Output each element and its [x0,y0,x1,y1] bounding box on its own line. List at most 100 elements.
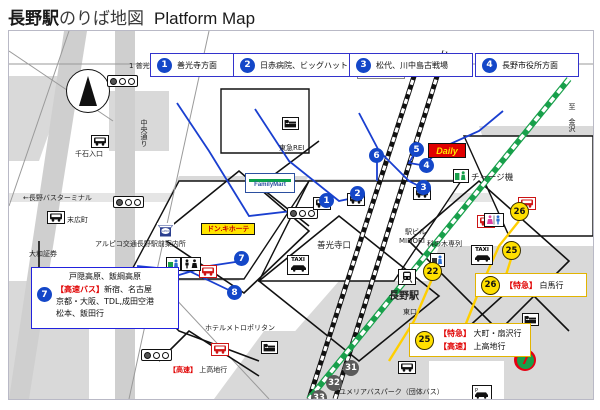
callout-1-label: 善光寺方面 [177,60,217,70]
traffic-signal-icon [141,349,172,361]
map-marker-6[interactable]: 6 [369,148,384,163]
map-marker-3[interactable]: 3 [416,180,431,195]
map-marker-25[interactable]: 25 [502,241,521,260]
map-marker-7[interactable]: 7 [234,251,249,266]
callout-25-line-2: 【高速】 上高地行 [439,341,522,352]
callout-3-number: 3 [356,57,371,73]
map-label-ekibiru: 駅ビル [405,228,426,236]
map-marker-22[interactable]: 22 [423,262,442,281]
bus-stop-icon [211,343,229,356]
kosoku-text: 上高地行 [199,366,228,374]
map-marker-32[interactable]: 32 [326,375,342,391]
map-label-yumeria-bus-park: ユメリアバスパーク（団体バス） [339,388,444,396]
callout-3-label: 松代、川中島古戦場 [376,60,448,70]
familymart-label: FamilyMart [254,181,286,188]
callout-7-tag-1: 【高速バス】 [56,285,104,294]
map-label-shina-no-ki: 科の木専列 [427,240,462,248]
bus-stop-icon [47,211,65,224]
callout-box-3[interactable]: 3 松代、川中島古戦場 [349,53,473,77]
map-marker-26[interactable]: 26 [510,202,529,221]
map-label-alpico-info: アルピコ交通長野駅前案内所 [95,240,186,248]
map-marker-8[interactable]: 8 [227,285,242,300]
callout-7-line-3: 松本、飯田行 [56,309,104,318]
callout-7-header: 戸隠高原、飯綱高原 [69,272,141,281]
charge-machine-icon [453,169,469,183]
map-label-tokyu-rei: 東急REI [279,144,305,152]
daily-yamazaki-sign: Daily [428,143,466,158]
map-label-nagano-bus-terminal: ←長野バスターミナル [23,194,92,202]
callout-4-label: 長野市役所方面 [502,60,558,70]
toilet-icon [484,213,504,227]
callout-7-line-2: 京都・大阪、TDL,成田空港 [56,297,155,306]
callout-25-text-1: 大町・扇沢行 [473,329,522,338]
traffic-signal-icon [107,75,138,87]
callout-7-line-1: 【高速バス】新宿、名古屋 [56,284,154,295]
map-marker-2[interactable]: 2 [350,186,365,201]
callout-box-25[interactable]: 25 【特急】 大町・扇沢行 【高速】 上高地行 [409,323,531,357]
traffic-signal-icon [287,207,318,219]
map-label-zenkoji-guchi: 善光寺口 [317,241,352,251]
map-marker-31[interactable]: 31 [343,360,359,376]
callout-box-1[interactable]: 1 善光寺方面 [150,53,241,77]
callout-box-2[interactable]: 2 日赤病院、ビッグハット [233,53,355,77]
callout-26-line-1: 【特急】 白馬行 [505,280,564,291]
parking-car-icon: P [472,385,492,399]
page-title-jp-bold: 長野駅 [8,9,59,28]
page-title-en: Platform Map [154,9,256,28]
callout-box-7[interactable]: 戸隠高原、飯綱高原 7 【高速バス】新宿、名古屋 京都・大阪、TDL,成田空港 … [31,267,179,329]
callout-box-4[interactable]: 4 長野市役所方面 [475,53,579,77]
tourist-info-icon: ALPICO [157,223,174,241]
page-title-jp-light: のりば地図 [59,9,144,28]
hotel-bed-icon [522,313,539,326]
callout-2-number: 2 [240,57,255,73]
svg-text:ALPICO: ALPICO [161,229,170,233]
taxi-icon: TAXI [471,245,493,265]
map-label-sengoku-iriguchi: 千石入口 [75,150,103,158]
donki-sign: ドン.キホーテ [201,223,255,235]
callout-box-26[interactable]: 26 【特急】 白馬行 [475,273,587,297]
map-marker-33[interactable]: 33 [311,390,327,399]
map-label-nagano-station: 長野駅 [389,291,419,302]
bus-stop-icon [199,265,217,278]
traffic-signal-icon [113,196,144,208]
taxi-icon: TAXI [287,255,309,275]
callout-25-tag-2: 【高速】 [439,342,471,351]
map-label-kosoku-kamikochi: 【高速】 上高地行 [169,365,227,375]
platform-map[interactable]: TAXI TAXI P ALPICO ドン.キホーテ Daily FamilyM… [8,30,594,400]
callout-26-text-1: 白馬行 [539,280,564,290]
hotel-bed-icon [282,117,299,130]
bus-stop-icon [91,135,109,148]
callout-26-number: 26 [481,275,500,295]
familymart-sign: FamilyMart [245,173,295,193]
bus-stop-icon [398,361,416,374]
callout-25-number: 25 [415,330,434,350]
map-label-zenkoji-arrow: 1 善光寺 [129,62,157,70]
callout-1-number: 1 [157,57,172,73]
kosoku-tag: 【高速】 [169,366,197,374]
callout-4-number: 4 [482,57,497,73]
map-marker-1[interactable]: 1 [319,193,334,208]
callout-25-tag-1: 【特急】 [439,329,471,338]
compass-north-icon [66,69,110,113]
callout-26-tag-1: 【特急】 [505,280,537,290]
map-label-to-kanazawa: 至 金沢 [568,103,576,132]
map-label-higashiguchi: 東口 [403,308,417,316]
train-icon [398,269,416,285]
hotel-bed-icon [261,341,278,354]
toilet-icon [181,257,201,271]
callout-25-line-1: 【特急】 大町・扇沢行 [439,328,522,339]
callout-7-number: 7 [37,287,52,302]
callout-25-text-2: 上高地行 [473,342,506,351]
map-label-chuo-dori: 中央通り [140,119,148,147]
callout-2-label: 日赤病院、ビッグハット [260,60,348,70]
map-marker-5[interactable]: 5 [409,142,424,157]
map-label-charge-machine: チャージ機 [471,173,514,183]
map-label-daiwa-shoken: 大和証券 [29,250,57,258]
map-label-hotel-metropolitan: ホテルメトロポリタン [205,324,275,332]
map-label-suehirocho: 末広町 [67,216,88,224]
seven-eleven-number: 7 [520,353,530,367]
map-marker-4[interactable]: 4 [419,158,434,173]
svg-text:P: P [475,388,478,394]
page-title: 長野駅のりば地図 Platform Map [8,4,255,29]
callout-7-text-1: 新宿、名古屋 [104,285,152,294]
